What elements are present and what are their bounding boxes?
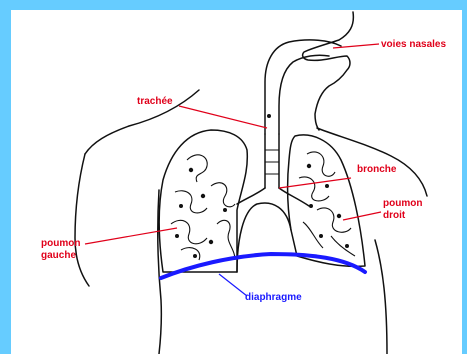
diagram-panel: voies nasales trachée bronche poumon dro… bbox=[11, 10, 462, 354]
label-poumon-droit-2: droit bbox=[383, 210, 406, 221]
left-arm bbox=[75, 154, 89, 286]
lung-texture bbox=[171, 152, 355, 260]
heart-notch bbox=[237, 203, 291, 272]
head-outline bbox=[303, 12, 354, 130]
poumon-droit-leader bbox=[343, 212, 381, 220]
label-diaphragme: diaphragme bbox=[245, 292, 302, 303]
diaphragme-leader bbox=[219, 274, 247, 296]
leader-lines bbox=[85, 44, 381, 244]
trachee-leader bbox=[179, 106, 267, 128]
label-voies-nasales: voies nasales bbox=[381, 39, 446, 50]
label-poumon-droit-1: poumon bbox=[383, 198, 422, 209]
label-poumon-gauche-1: poumon bbox=[41, 238, 80, 249]
lung-dots bbox=[175, 114, 349, 258]
left-lung bbox=[159, 130, 247, 272]
label-trachee: trachée bbox=[137, 96, 173, 107]
respiratory-diagram: voies nasales trachée bronche poumon dro… bbox=[11, 10, 462, 354]
poumon-gauche-leader bbox=[85, 228, 177, 244]
label-poumon-gauche-2: gauche bbox=[41, 250, 76, 261]
bronchi bbox=[237, 188, 309, 206]
label-bronche: bronche bbox=[357, 164, 397, 175]
diaphragm bbox=[161, 254, 365, 278]
right-shoulder bbox=[317, 128, 427, 196]
trachea bbox=[265, 134, 279, 188]
right-body-side bbox=[375, 240, 387, 354]
